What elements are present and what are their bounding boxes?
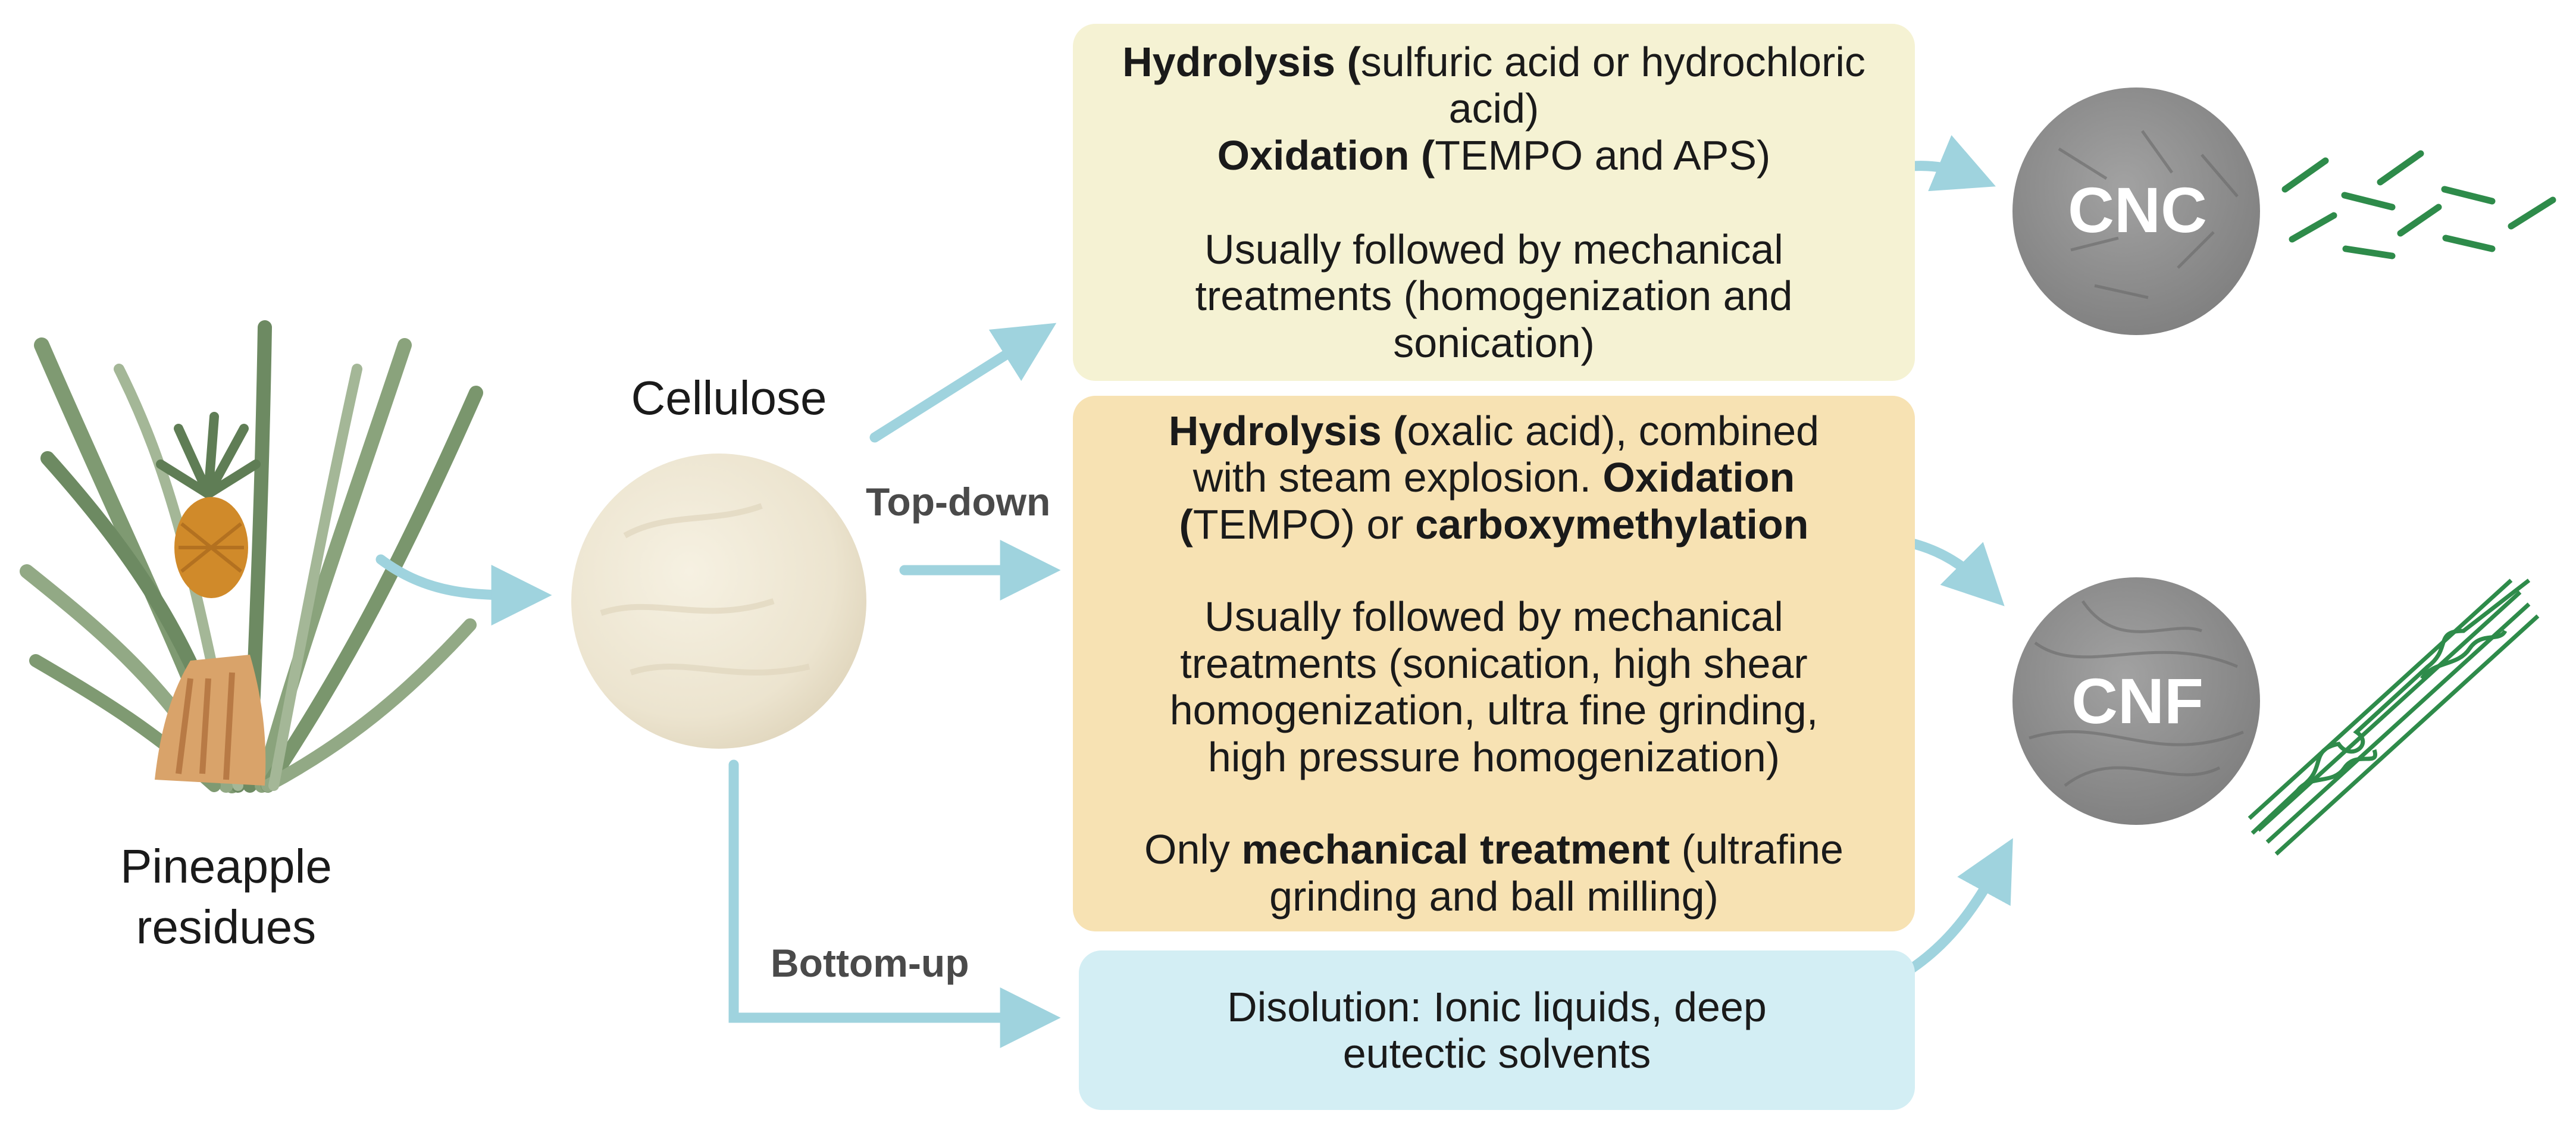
mechanical-only-note: Only mechanical treatment (ultrafine gri…: [1097, 826, 1891, 920]
cnf-micrograph-icon: [2012, 577, 2260, 825]
cellulose-sample-icon: [571, 454, 866, 749]
acid-hydrolysis-line: Hydrolysis (sulfuric acid or hydrochlori…: [1097, 39, 1891, 132]
mixed-chemical-paragraph: Hydrolysis (oxalic acid), combined with …: [1097, 408, 1891, 548]
mechanical-detail: (ultrafine grinding and ball milling): [1269, 826, 1843, 920]
carboxymethylation-term: carboxymethylation: [1415, 501, 1809, 548]
pineapple-residues-label: Pineapple residues: [71, 836, 381, 958]
hydrolysis-term: Hydrolysis (: [1122, 38, 1361, 85]
oxidation-term: Oxidation (: [1217, 132, 1435, 179]
mixed-followup-note: Usually followed by mechanical treatment…: [1169, 593, 1818, 780]
acid-treatment-box: Hydrolysis (sulfuric acid or hydrochlori…: [1073, 24, 1915, 381]
cnc-micrograph-icon: [2012, 87, 2260, 335]
nanocrystal-segments-icon: [2281, 150, 2556, 259]
source-label-line2: residues: [136, 900, 317, 954]
cnc-label: CNC: [2068, 174, 2207, 246]
cellulose-label: Cellulose: [631, 371, 827, 424]
hydrolysis-term: Hydrolysis (: [1168, 408, 1407, 454]
hydrolysis-detail: sulfuric acid or hydrochloric acid): [1360, 38, 1866, 132]
mechanical-term: mechanical treatment: [1241, 826, 1670, 873]
top-down-label: Top-down: [866, 480, 1051, 524]
hydrolysis-detail: oxalic acid), combined with steam explos…: [1192, 408, 1820, 501]
mechanical-prefix: Only: [1144, 826, 1242, 873]
arrow-cellulose-to-solvent-box: [728, 759, 1061, 1048]
nanofibril-bundle-icon: [2248, 578, 2540, 856]
bottom-up-label: Bottom-up: [771, 941, 969, 985]
acid-oxidation-line: Oxidation (TEMPO and APS): [1217, 132, 1771, 179]
acid-followup-note: Usually followed by mechanical treatment…: [1195, 226, 1793, 366]
arrow-cellulose-to-acid-box: [869, 323, 1057, 443]
oxidation-detail: TEMPO and APS): [1435, 132, 1771, 179]
oxidation-detail: TEMPO) or: [1192, 501, 1416, 548]
cnf-label: CNF: [2071, 665, 2203, 737]
source-label-line1: Pineapple: [120, 840, 332, 893]
oxidation-term: Oxidation (: [1179, 454, 1795, 548]
solvent-dissolution-box: Disolution: Ionic liquids, deep eutectic…: [1079, 950, 1915, 1110]
dissolution-text: Disolution: Ionic liquids, deep eutectic…: [1227, 983, 1767, 1077]
mixed-treatment-box: Hydrolysis (oxalic acid), combined with …: [1073, 396, 1915, 931]
arrow-residues-to-cellulose: [375, 554, 552, 626]
pineapple-plant-icon: [20, 320, 483, 793]
